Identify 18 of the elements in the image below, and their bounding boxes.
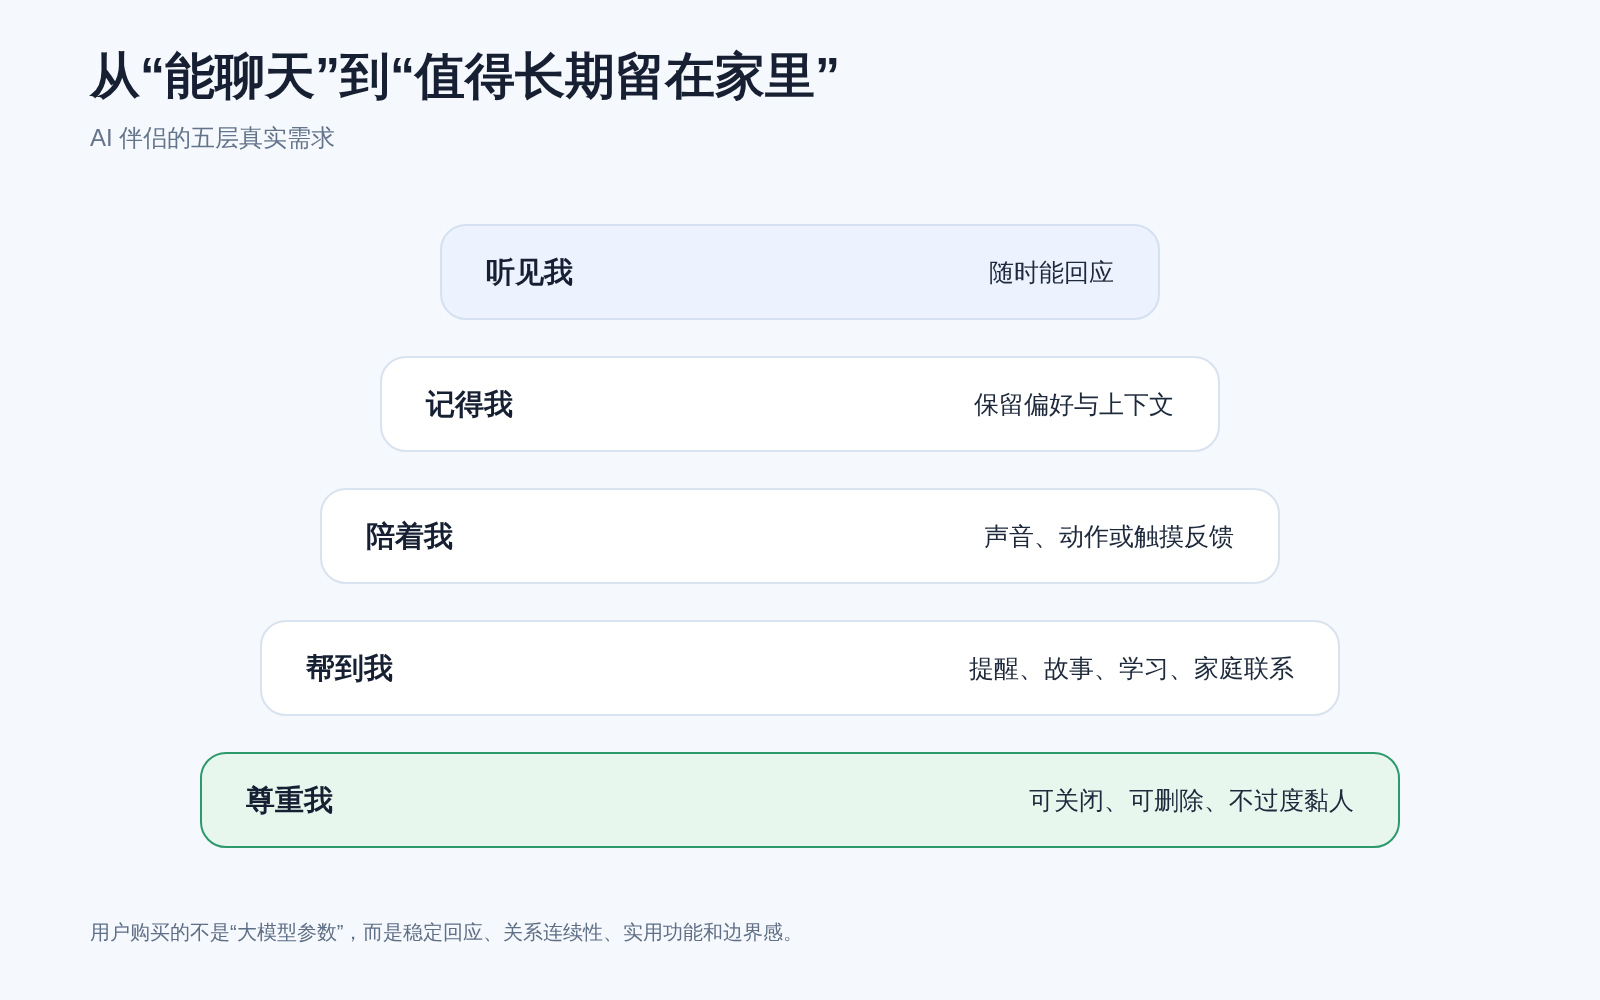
title: 从“能聊天”到“值得长期留在家里” [90,47,840,106]
footnote: 用户购买的不是“大模型参数”，而是稳定回应、关系连续性、实用功能和边界感。 [90,920,804,945]
layer-box [200,752,1400,848]
layer-title: 听见我 [486,255,573,290]
subtitle: AI 伴侣的五层真实需求 [90,123,336,153]
layer-box [260,620,1340,716]
layer-title: 帮到我 [306,651,393,686]
layer-box [320,488,1280,584]
layer-description: 可关闭、可删除、不过度黏人 [1029,785,1354,816]
layer-box [380,356,1220,452]
layer-description: 保留偏好与上下文 [974,389,1174,420]
layer-description: 随时能回应 [989,257,1114,288]
layer-title: 陪着我 [366,519,453,554]
layer-description: 声音、动作或触摸反馈 [984,521,1234,552]
layer-title: 记得我 [426,387,513,422]
layer-box [440,224,1160,320]
layer-description: 提醒、故事、学习、家庭联系 [969,653,1294,684]
layer-title: 尊重我 [246,783,333,818]
